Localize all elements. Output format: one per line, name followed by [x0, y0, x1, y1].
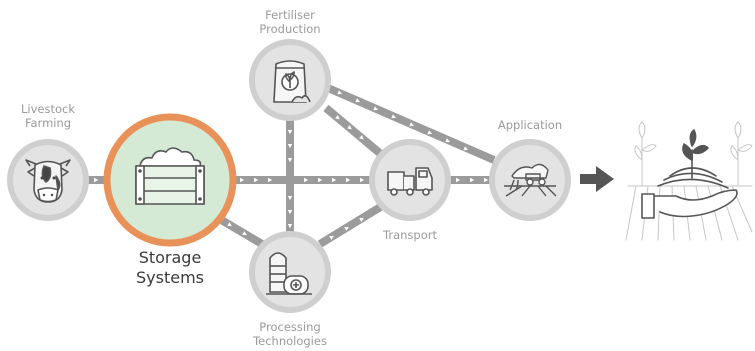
label-storage-systems: Storage Systems — [136, 248, 204, 287]
label-application: Application — [497, 118, 563, 132]
biogas-tank-icon — [266, 252, 312, 295]
label-transport: Transport — [383, 228, 437, 242]
outcome-arrow — [580, 166, 614, 192]
node-storage-systems — [103, 113, 237, 247]
cow-icon — [25, 159, 71, 203]
tractor-icon — [504, 163, 557, 197]
road-fertiliser-transport — [323, 104, 385, 159]
node-application — [489, 139, 571, 221]
node-fertiliser-production — [249, 39, 331, 121]
road-storage-processing — [215, 214, 265, 248]
label-livestock-farming: Livestock Farming — [20, 102, 75, 130]
manure-crate-icon — [135, 147, 205, 205]
label-fertiliser-production: Fertiliser Production — [259, 8, 321, 36]
label-processing-technologies: Processing Technologies — [253, 320, 327, 348]
truck-icon — [387, 167, 433, 196]
node-processing-technologies — [249, 231, 331, 313]
fertiliser-bag-icon — [273, 60, 311, 103]
node-livestock-farming — [7, 139, 89, 221]
hand-holding-sprout-icon — [625, 121, 753, 241]
node-transport — [369, 139, 451, 221]
